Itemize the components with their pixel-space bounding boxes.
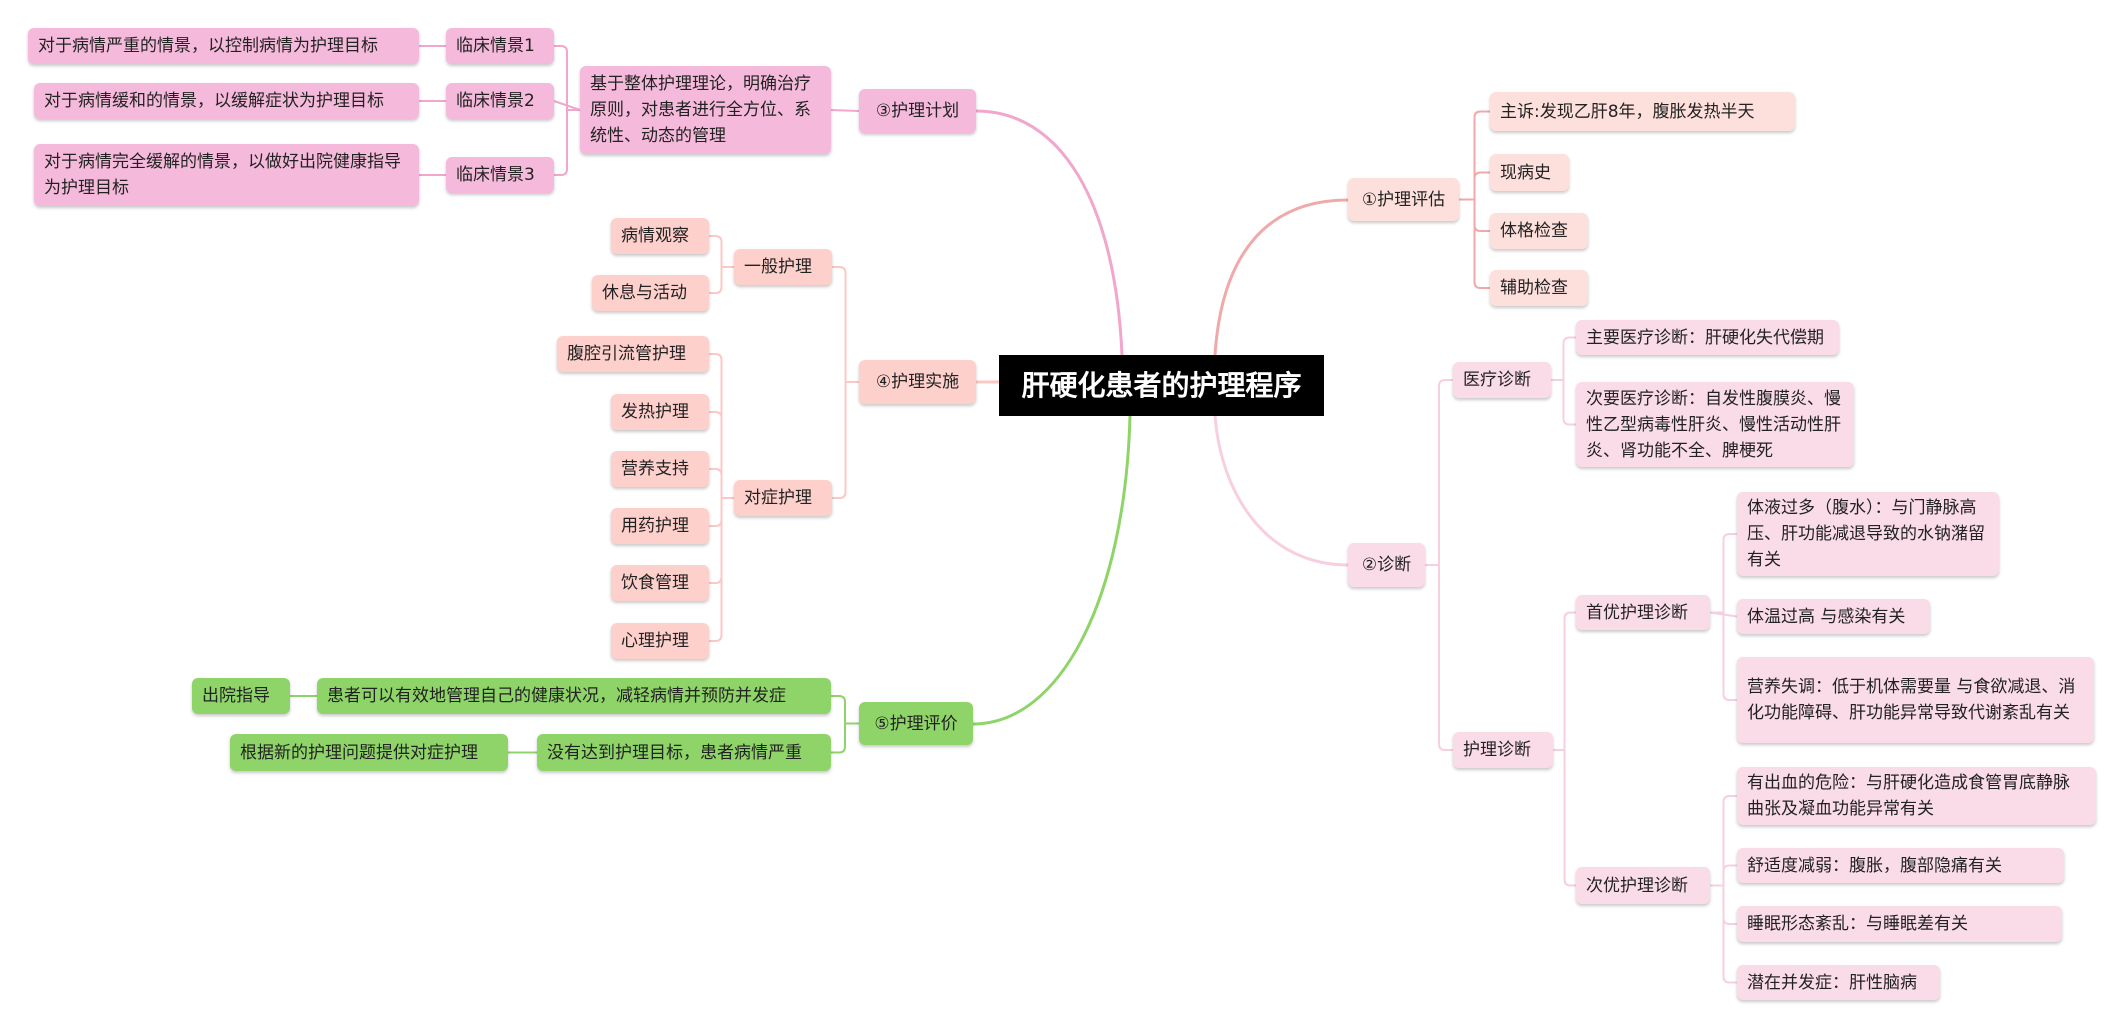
connector (1459, 171, 1490, 201)
connector (554, 45, 580, 111)
connector (1425, 379, 1453, 566)
symptomatic-care-item[interactable]: 心理护理 (611, 623, 709, 659)
connector (709, 235, 734, 268)
primary-diagnosis-item[interactable]: 体液过多（腹水）：与门静脉高压、肝功能减退导致的水钠潴留有关 (1737, 492, 1999, 576)
connector (1710, 864, 1737, 887)
connector (709, 266, 734, 294)
topic-nursing-evaluation[interactable]: ⑤护理评价 (859, 702, 973, 745)
connector (832, 381, 859, 499)
assessment-item[interactable]: 辅助检查 (1490, 270, 1588, 306)
connector (830, 109, 860, 112)
symptomatic-care-item[interactable]: 饮食管理 (611, 565, 709, 601)
symptomatic-care[interactable]: 对症护理 (734, 480, 832, 516)
connector (831, 722, 859, 754)
symptomatic-care-item[interactable]: 用药护理 (611, 508, 709, 544)
connector (832, 266, 859, 383)
connector (1710, 533, 1737, 614)
topic-nursing-implementation[interactable]: ④护理实施 (859, 360, 976, 404)
plan-principle[interactable]: 基于整体护理理论，明确治疗原则，对患者进行全方位、系统性、动态的管理 (580, 66, 831, 154)
connector (553, 100, 581, 111)
general-care-item[interactable]: 休息与活动 (592, 275, 709, 311)
primary-diagnosis-item[interactable]: 营养失调：低于机体需要量 与食欲减退、消化功能障碍、肝功能异常导致代谢紊乱有关 (1737, 657, 2094, 743)
link-root-diagnosis (1213, 415, 1349, 567)
general-care[interactable]: 一般护理 (734, 249, 832, 285)
primary-nursing-diagnosis[interactable]: 首优护理诊断 (1576, 595, 1710, 630)
connector (831, 695, 859, 725)
assessment-item[interactable]: 主诉:发现乙肝8年，腹胀发热半天 (1490, 92, 1795, 131)
connector (1553, 749, 1576, 887)
evaluation-action[interactable]: 出院指导 (192, 678, 290, 714)
scenario-1[interactable]: 临床情景1 (446, 28, 554, 64)
evaluation-action[interactable]: 根据新的护理问题提供对症护理 (230, 734, 508, 771)
connector (1710, 884, 1737, 984)
connector (1459, 110, 1490, 201)
medical-diagnosis[interactable]: 医疗诊断 (1453, 362, 1551, 398)
scenario-2-goal[interactable]: 对于病情缓和的情景，以缓解症状为护理目标 (34, 83, 419, 119)
connector (554, 109, 580, 176)
scenario-3-goal[interactable]: 对于病情完全缓解的情景，以做好出院健康指导为护理目标 (34, 144, 419, 206)
connector (1710, 611, 1737, 701)
symptomatic-care-item[interactable]: 营养支持 (611, 451, 709, 487)
link-root-assessment (1213, 198, 1349, 356)
general-care-item[interactable]: 病情观察 (611, 218, 709, 254)
evaluation-result[interactable]: 没有达到护理目标，患者病情严重 (537, 734, 831, 771)
root-topic[interactable]: 肝硬化患者的护理程序 (999, 355, 1324, 416)
connector (1710, 795, 1737, 887)
nursing-diagnosis[interactable]: 护理诊断 (1453, 732, 1553, 768)
secondary-nursing-diagnosis[interactable]: 次优护理诊断 (1576, 867, 1710, 904)
secondary-diagnosis-item[interactable]: 睡眠形态紊乱：与睡眠差有关 (1737, 906, 2062, 942)
medical-diagnosis-item[interactable]: 次要医疗诊断：自发性腹膜炎、慢性乙型病毒性肝炎、慢性活动性肝炎、肾功能不全、脾梗… (1576, 382, 1854, 467)
connector (1553, 611, 1576, 751)
scenario-2[interactable]: 临床情景2 (446, 83, 554, 119)
link-root-evaluation (972, 415, 1132, 726)
connector (1425, 564, 1453, 751)
symptomatic-care-item[interactable]: 腹腔引流管护理 (557, 336, 709, 372)
topic-nursing-assessment[interactable]: ①护理评估 (1348, 178, 1459, 221)
secondary-diagnosis-item[interactable]: 舒适度减弱：腹胀，腹部隐痛有关 (1737, 848, 2064, 883)
connector (709, 353, 734, 499)
scenario-3[interactable]: 临床情景3 (446, 157, 554, 193)
primary-diagnosis-item[interactable]: 体温过高 与感染有关 (1737, 599, 1930, 634)
assessment-item[interactable]: 体格检查 (1490, 213, 1588, 249)
assessment-item[interactable]: 现病史 (1490, 154, 1569, 191)
secondary-diagnosis-item[interactable]: 有出血的危险：与肝硬化造成食管胃底静脉曲张及凝血功能异常有关 (1737, 767, 2096, 825)
topic-nursing-plan[interactable]: ③护理计划 (859, 89, 976, 133)
symptomatic-care-item[interactable]: 发热护理 (611, 394, 709, 430)
connector (1551, 379, 1576, 426)
evaluation-result[interactable]: 患者可以有效地管理自己的健康状况，减轻病情并预防并发症 (317, 678, 831, 714)
connector (709, 468, 734, 499)
connector (709, 497, 734, 642)
scenario-1-goal[interactable]: 对于病情严重的情景，以控制病情为护理目标 (28, 28, 419, 64)
link-root-plan (975, 109, 1124, 356)
connector (709, 411, 734, 499)
connector (1551, 336, 1576, 381)
medical-diagnosis-item[interactable]: 主要医疗诊断：肝硬化失代偿期 (1576, 320, 1839, 355)
topic-diagnosis[interactable]: ②诊断 (1348, 543, 1425, 587)
secondary-diagnosis-item[interactable]: 潜在并发症：肝性脑病 (1737, 965, 1940, 1000)
connector (1459, 198, 1490, 289)
